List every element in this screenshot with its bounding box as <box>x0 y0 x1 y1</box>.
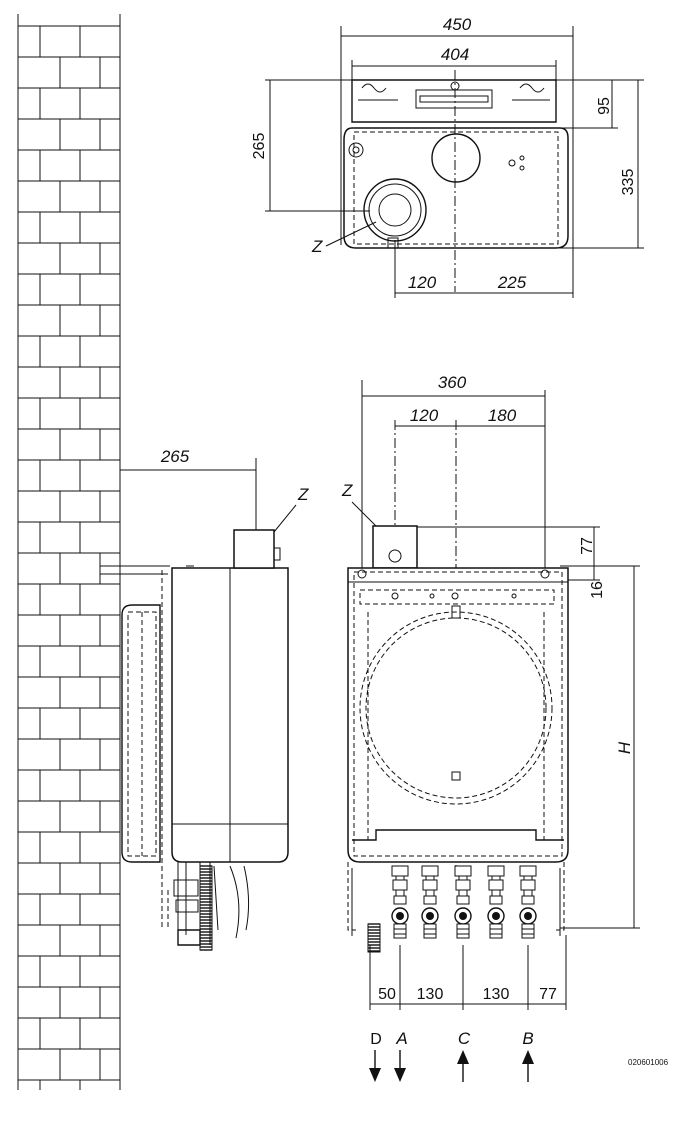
flue-label-top: Z <box>311 237 323 256</box>
top-view: 450 404 265 <box>251 15 644 298</box>
dim-95: 95 <box>596 97 613 115</box>
dim-265-top: 265 <box>251 133 268 160</box>
dim-120-top: 120 <box>408 273 437 292</box>
connection-C: C <box>458 1029 471 1048</box>
drawing-code: 020601006 <box>628 1058 669 1067</box>
connection-D: D <box>370 1031 382 1048</box>
side-view: 265 Z <box>100 447 309 951</box>
dim-16: 16 <box>589 581 606 599</box>
dim-335: 335 <box>620 169 637 196</box>
arrow-C-up <box>457 1050 469 1082</box>
dim-180: 180 <box>488 406 517 425</box>
dim-225: 225 <box>497 273 527 292</box>
arrow-B-up <box>522 1050 534 1082</box>
arrow-D-down <box>369 1050 381 1082</box>
front-view: 360 120 180 Z 77 16 H <box>341 373 640 1082</box>
dim-450: 450 <box>443 15 472 34</box>
dim-404: 404 <box>441 45 469 64</box>
spacing-1: 50 <box>378 986 396 1003</box>
dim-77-top: 77 <box>579 537 596 555</box>
spacing-2: 130 <box>417 986 444 1003</box>
connection-A: A <box>395 1029 407 1048</box>
dim-120-front: 120 <box>410 406 439 425</box>
spacing-3: 130 <box>483 986 510 1003</box>
brick-wall <box>17 14 121 1090</box>
dim-265-side: 265 <box>160 447 190 466</box>
connection-B: B <box>522 1029 533 1048</box>
flue-label-front: Z <box>341 481 353 500</box>
arrow-A-down <box>394 1050 406 1082</box>
dim-360: 360 <box>438 373 467 392</box>
connection-valves <box>391 865 537 939</box>
flue-label-side: Z <box>297 485 309 504</box>
side-drain-spring <box>199 865 213 951</box>
height-label-H: H <box>615 741 634 754</box>
spacing-4: 77 <box>539 986 557 1003</box>
